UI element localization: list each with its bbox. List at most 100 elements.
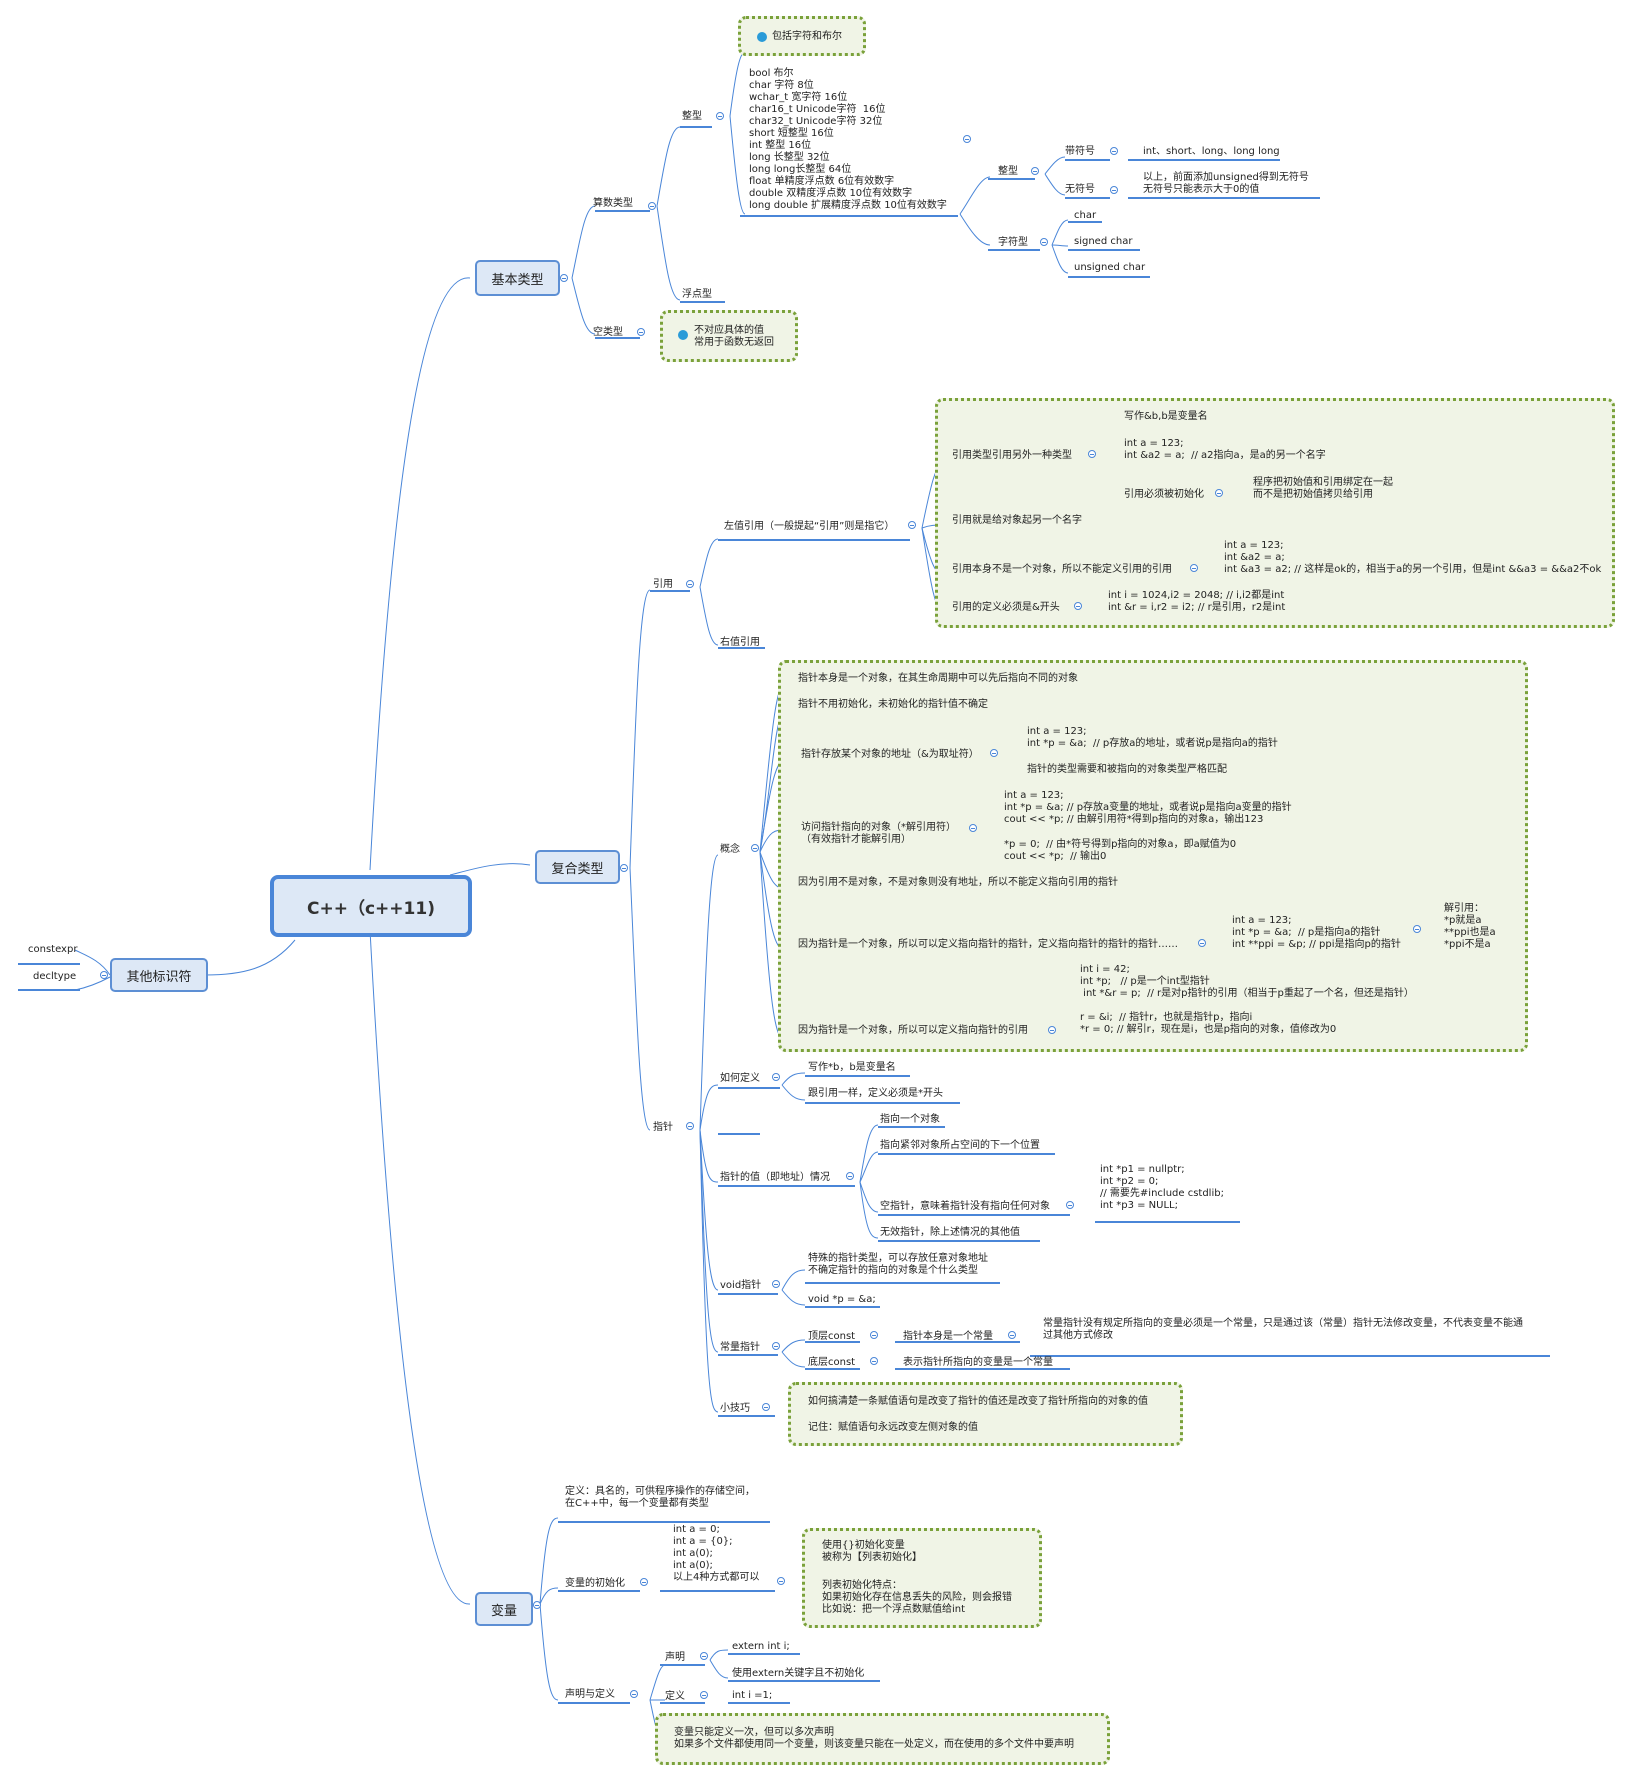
collapse-concept-3[interactable] — [990, 749, 998, 757]
node-pointer[interactable]: 指针 — [653, 1122, 673, 1133]
node-constexpr[interactable]: constexpr — [28, 944, 78, 955]
node-float-type[interactable]: 浮点型 — [682, 289, 712, 300]
collapse-ref-def[interactable] — [1074, 602, 1082, 610]
collapse-compound[interactable] — [620, 864, 628, 872]
collapse-signed[interactable] — [1110, 147, 1118, 155]
value-2: 指向紧邻对象所占空间的下一个位置 — [880, 1140, 1040, 1151]
node-concept[interactable]: 概念 — [720, 844, 740, 855]
node-var-init[interactable]: 变量的初始化 — [565, 1578, 625, 1589]
collapse-unsigned[interactable] — [1110, 186, 1118, 194]
node-tips[interactable]: 小技巧 — [720, 1403, 750, 1414]
collapse-low-const[interactable] — [870, 1357, 878, 1365]
list-init-2: 列表初始化特点： 如果初始化存在信息丢失的风险，则会报错 比如说：把一个浮点数赋… — [822, 1580, 1012, 1615]
low-const-1: 表示指针所指向的变量是一个常量 — [903, 1357, 1053, 1368]
collapse-not-object[interactable] — [1190, 564, 1198, 572]
node-low-const[interactable]: 底层const — [808, 1357, 856, 1368]
collapse-decl-def[interactable] — [630, 1690, 638, 1698]
integer-type-list: bool 布尔 char 字符 8位 wchar_t 宽字符 16位 char1… — [749, 68, 947, 211]
group-var-note — [655, 1713, 1110, 1765]
how-2: 跟引用一样，定义必须是*开头 — [808, 1088, 943, 1099]
collapse-how[interactable] — [772, 1073, 780, 1081]
collapse-concept-6a[interactable] — [1413, 925, 1421, 933]
collapse-void-pointer[interactable] — [772, 1280, 780, 1288]
collapse-top-const[interactable] — [870, 1331, 878, 1339]
node-how-define[interactable]: 如何定义 — [720, 1073, 760, 1084]
collapse-pointer[interactable] — [686, 1122, 694, 1130]
concept-3a: int a = 123; int *p = &a; // p存放a的地址，或者说… — [1027, 726, 1278, 749]
node-void-type[interactable]: 空类型 — [593, 327, 623, 338]
concept-7: 因为指针是一个对象，所以可以定义指向指针的引用 — [798, 1025, 1028, 1036]
concept-3: 指针存放某个对象的地址（&为取址符） — [801, 749, 979, 760]
collapse-arith[interactable] — [648, 202, 656, 210]
info-icon — [757, 32, 767, 42]
char-char: char — [1074, 210, 1097, 221]
collapse-list[interactable] — [963, 135, 971, 143]
ref-must-init: 引用必须被初始化 — [1124, 489, 1204, 500]
root-node[interactable]: C++（c++11) — [270, 875, 472, 937]
ref-bind-note: 程序把初始值和引用绑定在一起 而不是把初始值拷贝给引用 — [1253, 477, 1393, 500]
collapse-other[interactable] — [100, 971, 108, 979]
node-unsigned[interactable]: 无符号 — [1065, 184, 1095, 195]
collapse-init-code[interactable] — [777, 1577, 785, 1585]
collapse-define[interactable] — [700, 1691, 708, 1699]
collapse-concept-4[interactable] — [969, 824, 977, 832]
node-declare[interactable]: 声明 — [665, 1652, 685, 1663]
unsigned-note: 以上，前面添加unsigned得到无符号 无符号只能表示大于0的值 — [1143, 172, 1309, 195]
collapse-variable[interactable] — [533, 1601, 541, 1609]
char-signed: signed char — [1074, 236, 1133, 247]
collapse-integer[interactable] — [716, 112, 724, 120]
collapse-concept-7[interactable] — [1048, 1026, 1056, 1034]
node-compound-types[interactable]: 复合类型 — [535, 850, 620, 884]
collapse-concept[interactable] — [751, 844, 759, 852]
collapse-basic[interactable] — [560, 274, 568, 282]
node-rvalue-ref[interactable]: 右值引用 — [720, 637, 760, 648]
node-arith-types[interactable]: 算数类型 — [593, 198, 633, 209]
collapse-must-init[interactable] — [1215, 489, 1223, 497]
concept-6a: int a = 123; int *p = &a; // p是指向a的指针 in… — [1232, 915, 1401, 950]
value-1: 指向一个对象 — [880, 1114, 940, 1125]
collapse-top-const-1[interactable] — [1008, 1331, 1016, 1339]
node-other-identifiers-label: 其他标识符 — [126, 969, 192, 985]
node-decltype[interactable]: decltype — [33, 971, 77, 982]
node-const-pointer[interactable]: 常量指针 — [720, 1342, 760, 1353]
node-void-pointer[interactable]: void指针 — [720, 1280, 762, 1291]
concept-5: 因为引用不是对象，不是对象则没有地址，所以不能定义指向引用的指针 — [798, 877, 1118, 888]
node-other-identifiers[interactable]: 其他标识符 — [110, 958, 208, 992]
collapse-lvalue[interactable] — [908, 521, 916, 529]
void-pointer-2: void *p = &a; — [808, 1294, 876, 1305]
var-definition: 定义：具名的，可供程序操作的存储空间， 在C++中，每一个变量都有类型 — [565, 1486, 755, 1509]
collapse-concept-6[interactable] — [1198, 939, 1206, 947]
node-basic-types[interactable]: 基本类型 — [475, 260, 560, 296]
signed-types: int、short、long、long long — [1143, 146, 1280, 157]
node-integer-2[interactable]: 整型 — [998, 166, 1018, 177]
collapse-declare[interactable] — [700, 1652, 708, 1660]
collapse-tips[interactable] — [762, 1403, 770, 1411]
collapse-char-type[interactable] — [1040, 238, 1048, 246]
define-code: int i =1; — [732, 1690, 773, 1701]
ref-def: 引用的定义必须是&开头 — [952, 602, 1060, 613]
collapse-void[interactable] — [637, 328, 645, 336]
node-integer-type[interactable]: 整型 — [682, 111, 702, 122]
node-define[interactable]: 定义 — [665, 1691, 685, 1702]
collapse-reference[interactable] — [686, 580, 694, 588]
collapse-ref-alias[interactable] — [1088, 450, 1096, 458]
node-signed[interactable]: 带符号 — [1065, 146, 1095, 157]
node-top-const[interactable]: 顶层const — [808, 1331, 856, 1342]
collapse-var-init[interactable] — [640, 1578, 648, 1586]
collapse-integer-2[interactable] — [1031, 167, 1039, 175]
node-char-type[interactable]: 字符型 — [998, 237, 1028, 248]
ref-code-2: int a = 123; int &a2 = a; int &a3 = a2; … — [1224, 540, 1602, 575]
node-decl-def[interactable]: 声明与定义 — [565, 1689, 615, 1700]
node-reference[interactable]: 引用 — [653, 579, 673, 590]
value-3a: int *p1 = nullptr; int *p2 = 0; // 需要先#i… — [1100, 1164, 1224, 1211]
concept-4b: *p = 0; // 由*符号得到p指向的对象a，即a赋值为0 cout << … — [1004, 839, 1237, 862]
char-unsigned: unsigned char — [1074, 262, 1146, 273]
ref-code-1: int a = 123; int &a2 = a; // a2指向a，是a的另一… — [1124, 438, 1326, 461]
ref-not-object: 引用本身不是一个对象，所以不能定义引用的引用 — [952, 564, 1172, 575]
node-variable[interactable]: 变量 — [475, 1592, 533, 1626]
node-lvalue-ref[interactable]: 左值引用（一般提起“引用”则是指它） — [724, 521, 895, 532]
collapse-const-pointer[interactable] — [772, 1342, 780, 1350]
collapse-null[interactable] — [1066, 1201, 1074, 1209]
node-pointer-value[interactable]: 指针的值（即地址）情况 — [720, 1172, 830, 1183]
collapse-value[interactable] — [846, 1172, 854, 1180]
